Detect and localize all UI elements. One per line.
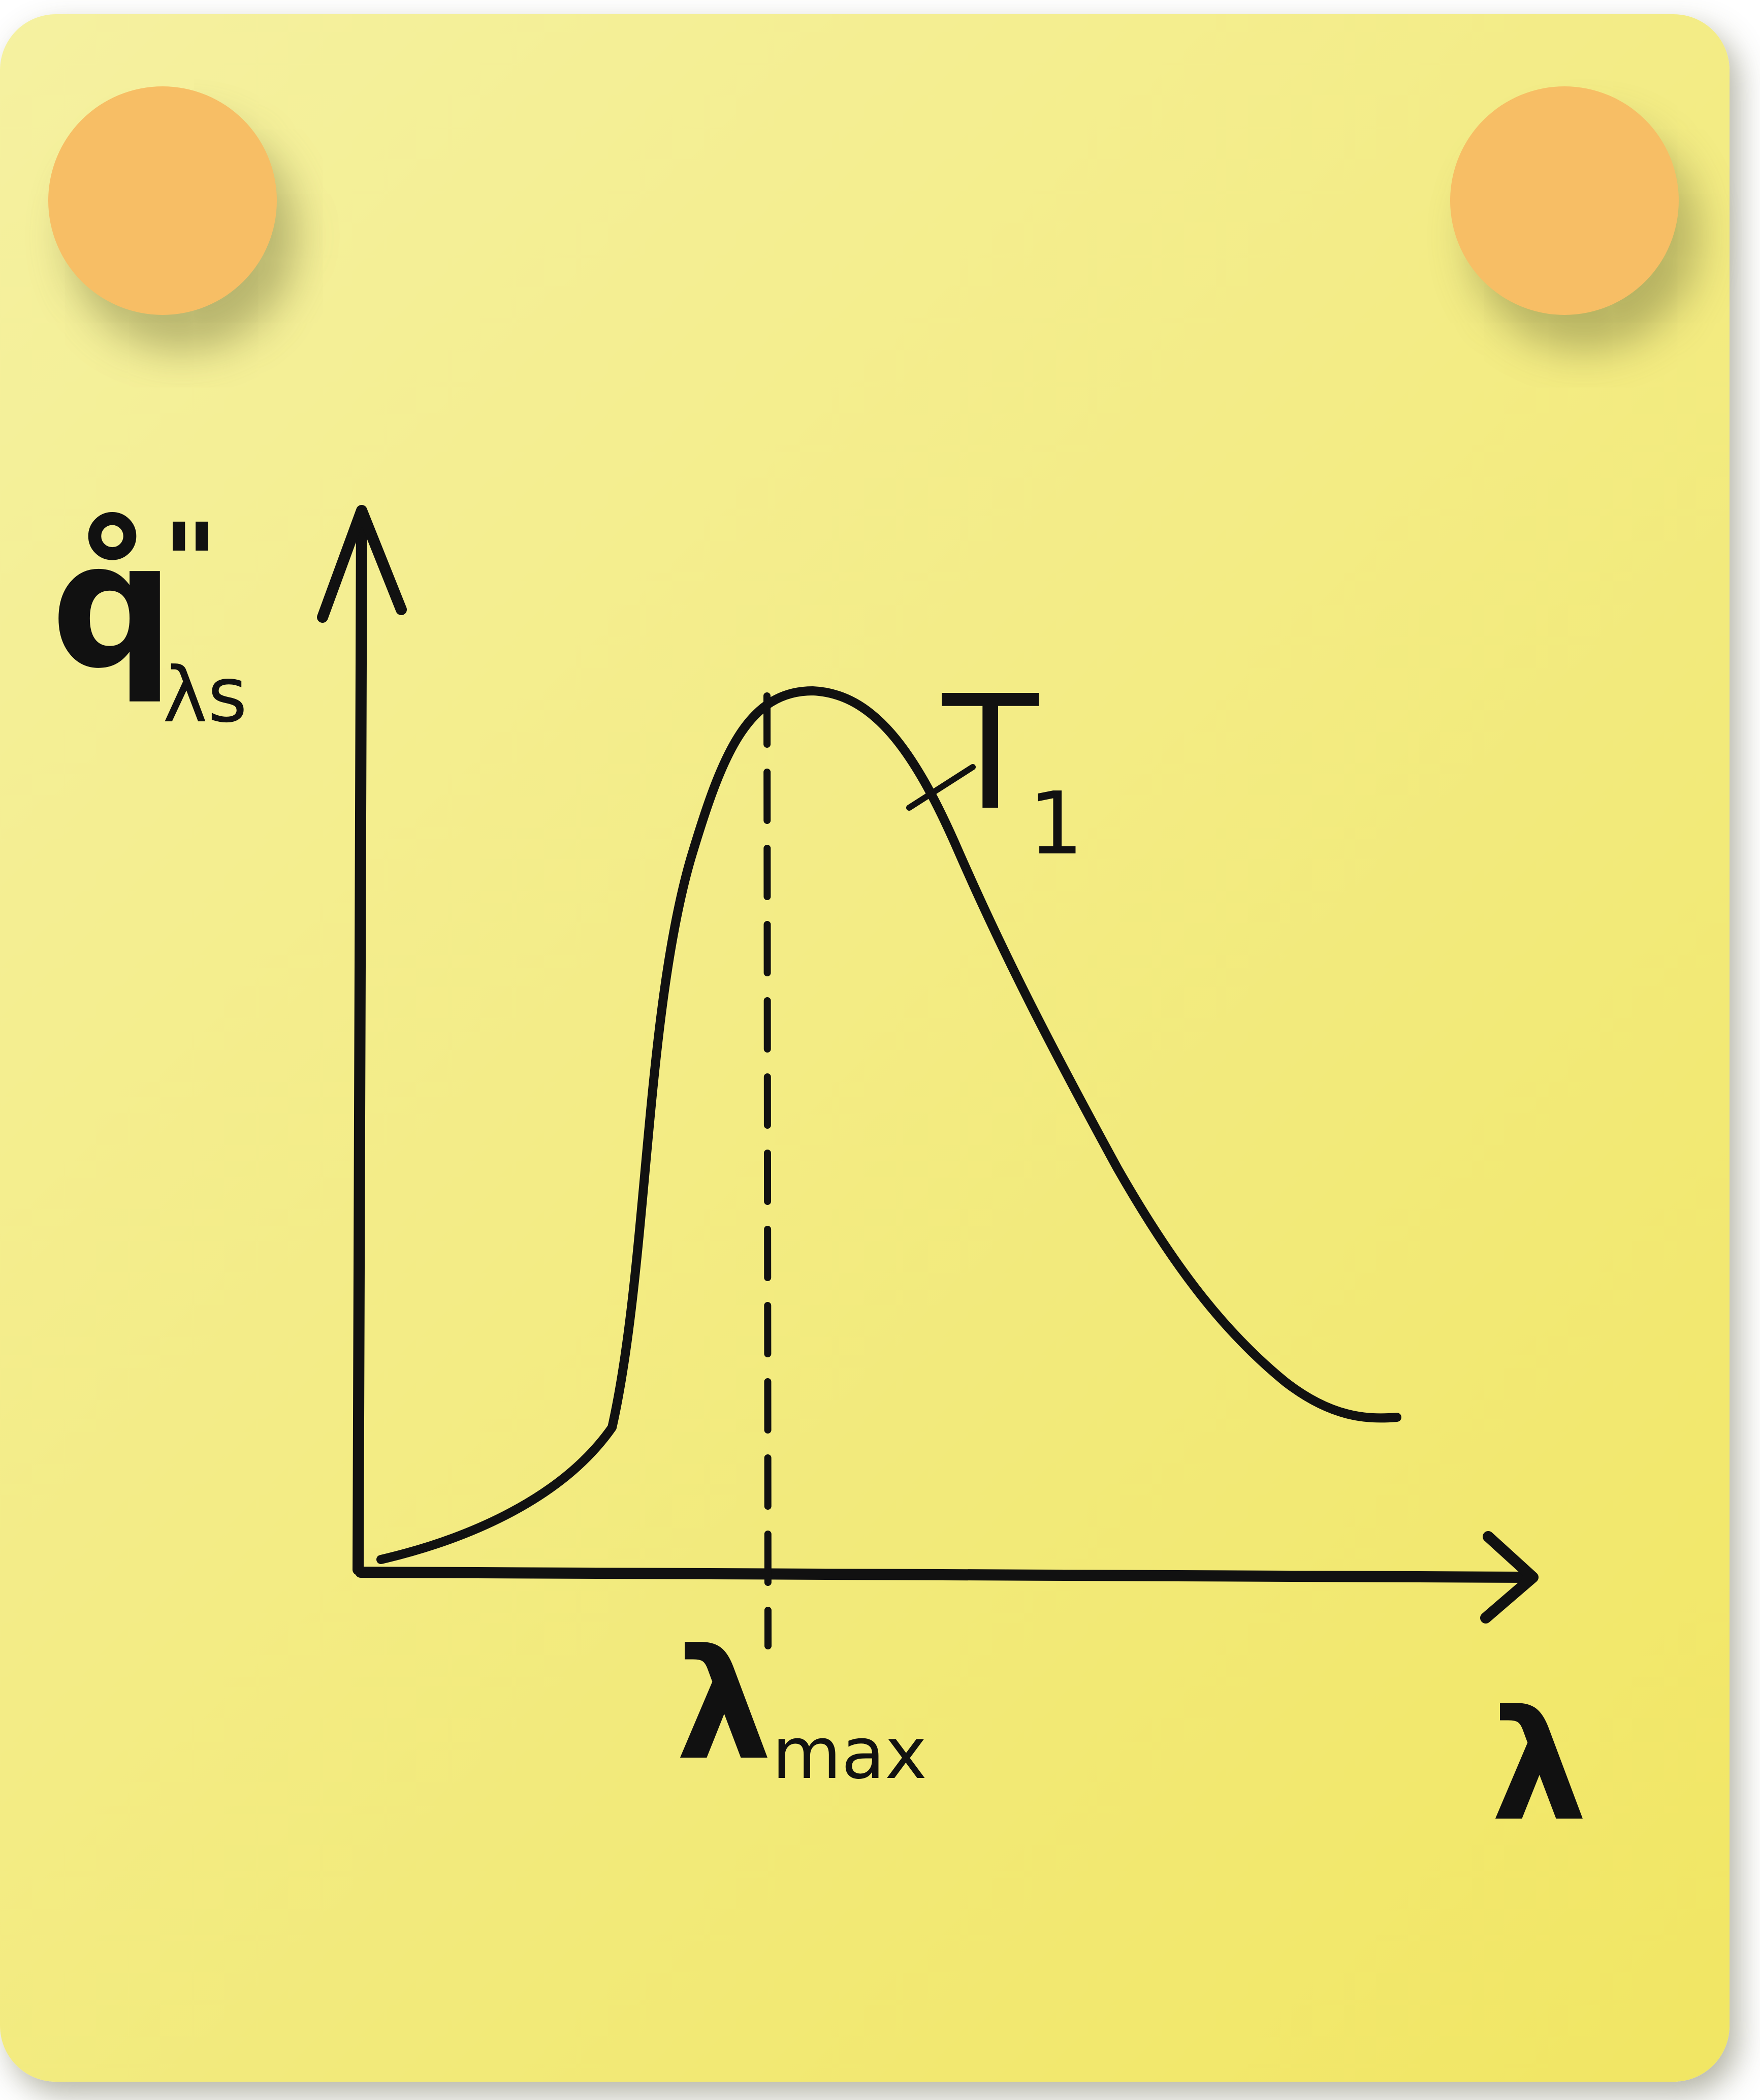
magnet-left — [48, 86, 277, 315]
curve-label: T 1 — [940, 662, 1083, 874]
x-axis — [355, 1531, 1539, 1624]
curve-label-leader — [906, 764, 976, 811]
y-axis-label-main: q̊ — [51, 505, 174, 707]
spectral-curve — [376, 686, 1401, 1564]
peak-dashed-line — [763, 692, 772, 1649]
curve-label-subscript: 1 — [1029, 774, 1083, 874]
sticky-note — [0, 14, 1730, 2082]
peak-label-subscript: max — [772, 1712, 927, 1795]
magnet-right — [1450, 86, 1679, 315]
curve-label-main: T — [940, 662, 1041, 845]
y-axis-label-subscript: λs — [163, 651, 247, 740]
peak-label: λ max — [676, 1616, 927, 1795]
y-axis — [317, 505, 407, 1575]
x-axis-label: λ — [1491, 1677, 1587, 1855]
y-axis-label-primes: " — [163, 500, 218, 625]
y-axis-label: q̊ " λs — [51, 500, 247, 740]
peak-label-main: λ — [676, 1616, 772, 1794]
